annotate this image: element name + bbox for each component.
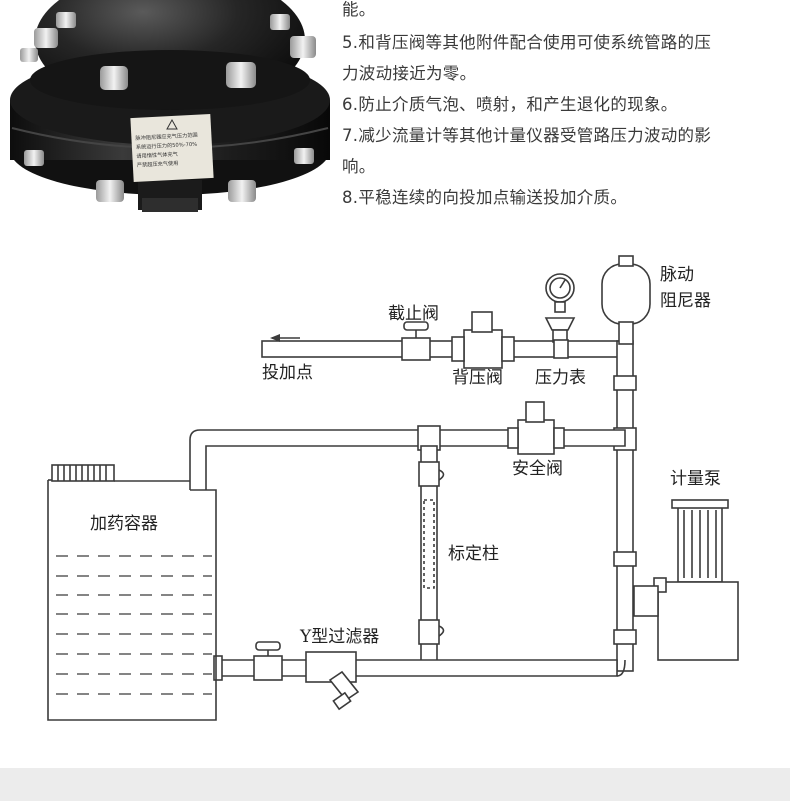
label-y-strainer: Y型过滤器 (299, 627, 379, 647)
shutoff-valve (401, 337, 431, 361)
feature-item: 能。 (342, 0, 376, 19)
feature-item: 响。 (342, 157, 376, 176)
y-strainer (305, 651, 357, 683)
label-dosing-tank: 加药容器 (90, 514, 158, 534)
feature-item: 6.防止介质气泡、喷射，和产生退化的现象。 (342, 95, 678, 114)
sticker-line-3: 请用惰性气体充气 (136, 150, 178, 160)
metering-pump (633, 499, 739, 661)
label-metering-pump: 计量泵 (670, 469, 721, 489)
label-shutoff-valve: 截止阀 (388, 304, 439, 324)
footer-band (0, 768, 790, 801)
feature-item: 力波动接近为零。 (342, 64, 477, 83)
pulsation-damper-photo: 脉冲阻尼器应充气压力范围 系统运行压力的50%-70% 请用惰性气体充气 严禁超… (10, 0, 330, 212)
label-calibration-column: 标定柱 (448, 544, 499, 564)
sticker-line-1: 脉冲阻尼器应充气压力范围 (135, 131, 198, 142)
feature-item: 5.和背压阀等其他附件配合使用可使系统管路的压 (342, 33, 712, 52)
warning-triangle-icon (166, 118, 178, 130)
warning-sticker (130, 113, 214, 183)
feature-item: 7.减少流量计等其他计量仪器受管路压力波动的影 (342, 126, 712, 145)
label-damper-line1: 脉动 (660, 265, 694, 285)
sticker-line-4: 严禁超压充气使用 (137, 159, 179, 169)
label-back-pressure-valve: 背压阀 (452, 368, 503, 388)
label-pressure-gauge: 压力表 (535, 368, 586, 388)
back-pressure-valve (463, 329, 503, 369)
sticker-line-2: 系统运行压力的50%-70% (136, 140, 198, 151)
dosing-tank (47, 464, 217, 721)
label-safety-valve: 安全阀 (512, 459, 563, 479)
label-damper-line2: 阻尼器 (660, 291, 711, 311)
feature-item: 8.平稳连续的向投加点输送投加介质。 (342, 188, 628, 207)
pulsation-damper (601, 263, 651, 325)
safety-valve (517, 419, 555, 455)
feature-list: 能。 5.和背压阀等其他附件配合使用可使系统管路的压 力波动接近为零。 6.防止… (342, 0, 782, 213)
label-dosing-point: 投加点 (262, 363, 313, 383)
bolt-heads-group (20, 12, 316, 202)
discharge-pipe (261, 340, 629, 358)
dosing-system-diagram: 截止阀 投加点 背压阀 压力表 脉动 阻尼器 安全阀 计量泵 加药容器 标定柱 … (47, 255, 739, 721)
